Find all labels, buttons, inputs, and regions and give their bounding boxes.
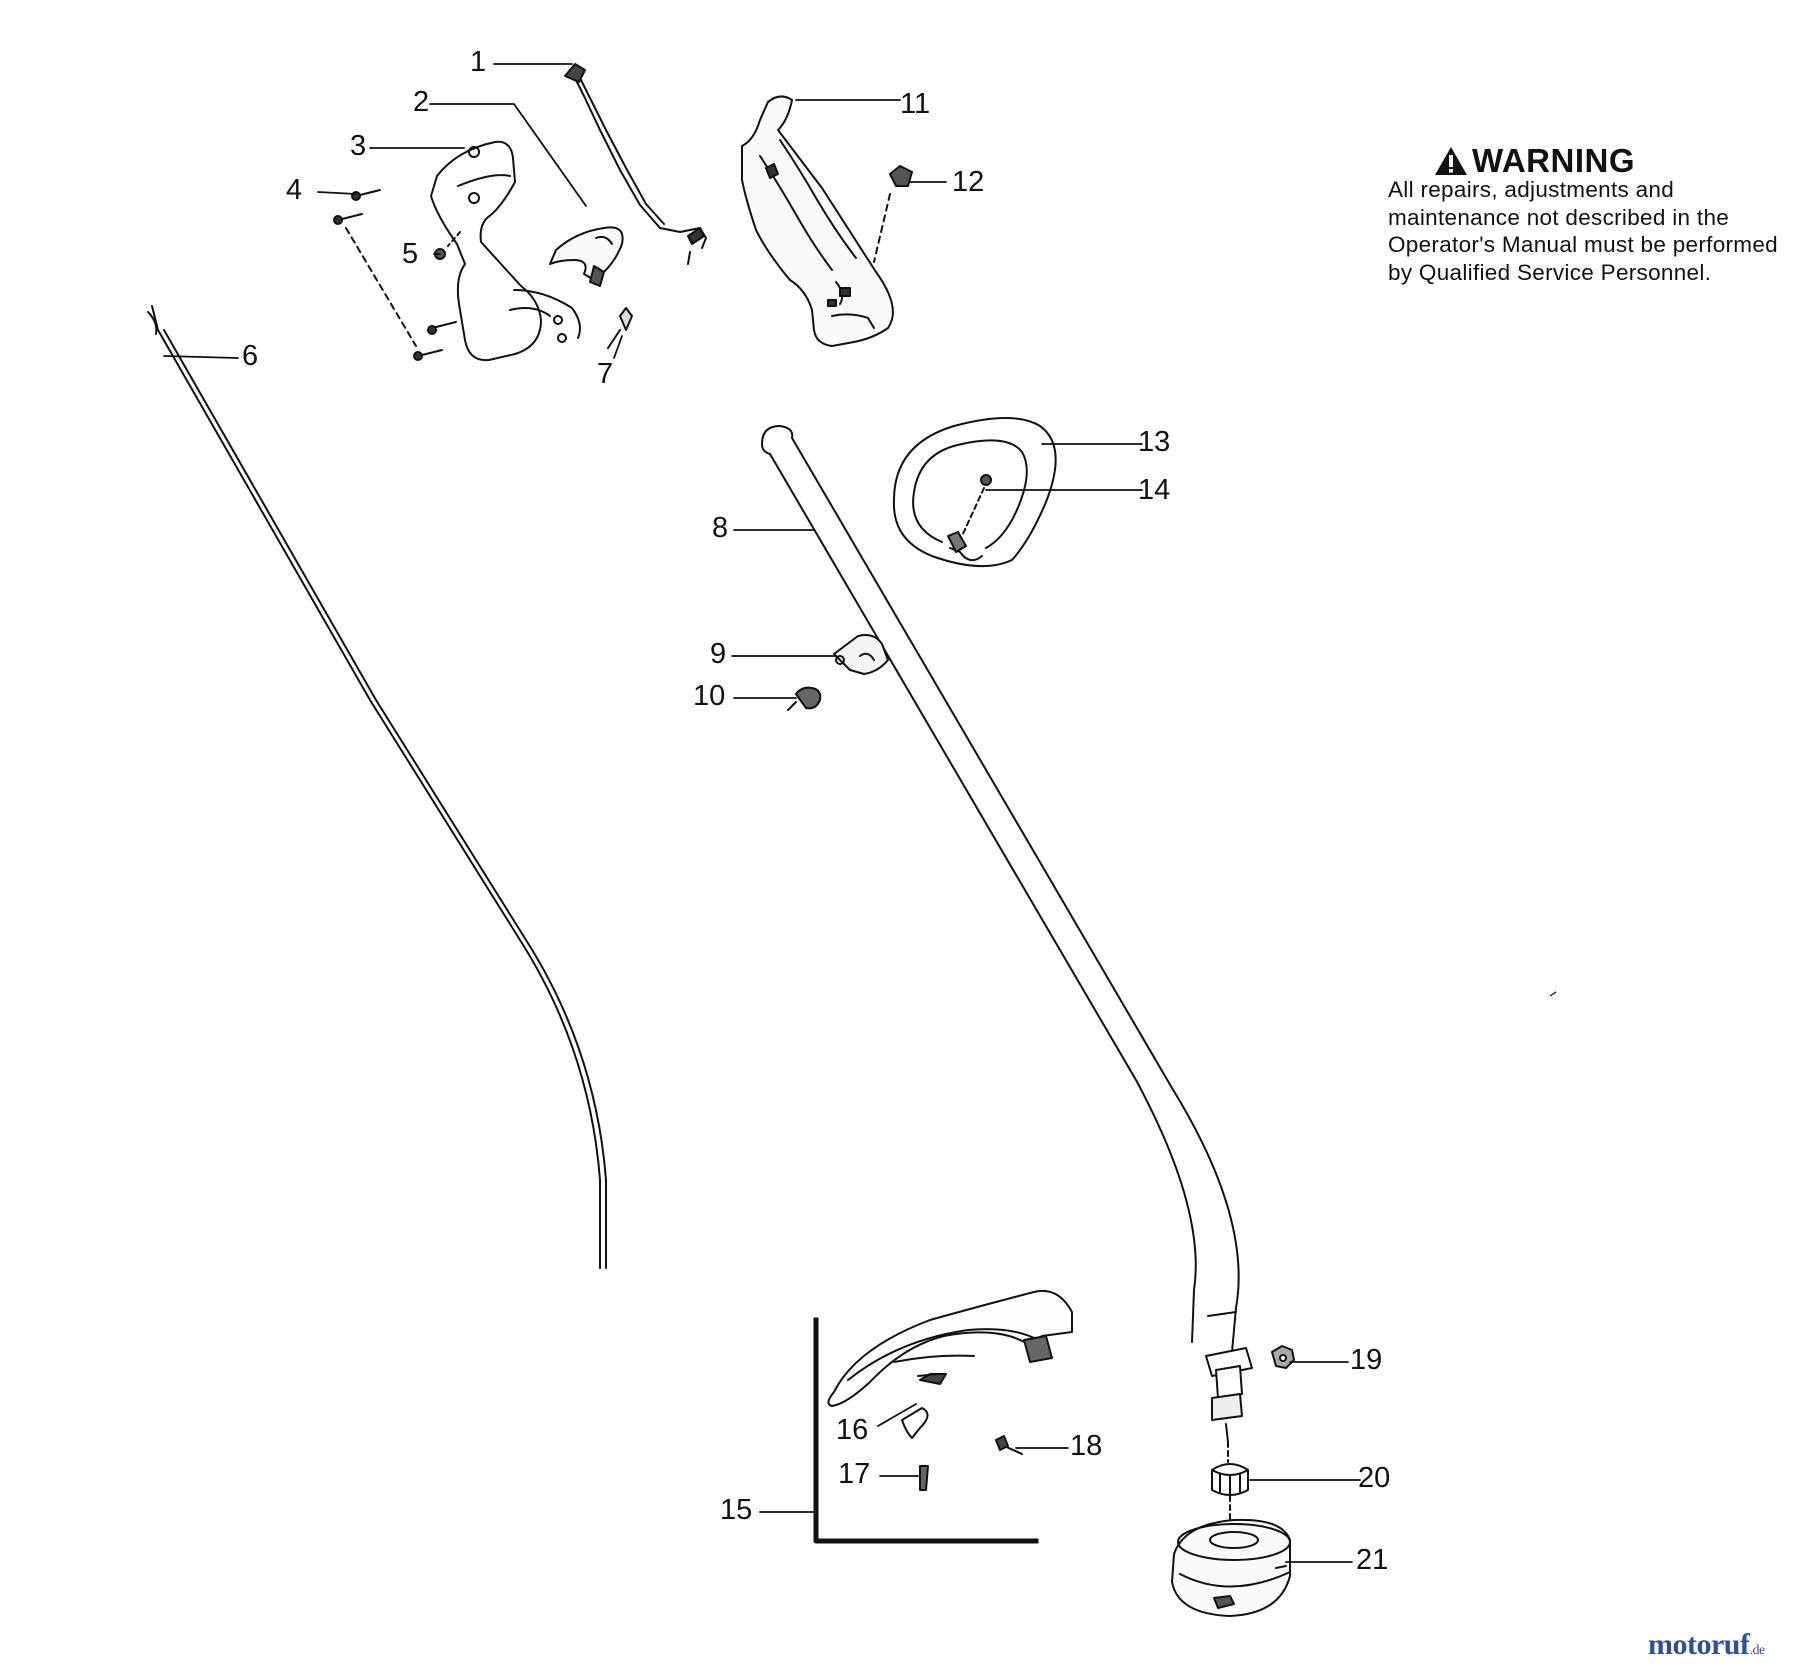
warning-triangle-icon bbox=[1435, 147, 1467, 175]
part-15-guard-assembly-bracket bbox=[813, 1317, 1039, 1544]
part-20-adapter-nut bbox=[1211, 1463, 1249, 1527]
callout-3: 3 bbox=[350, 130, 367, 162]
part-13-loop-handle bbox=[892, 417, 1057, 568]
part-21-trimmer-head bbox=[1171, 1518, 1291, 1617]
shaft-end-gearbox bbox=[1205, 1347, 1253, 1463]
part-1-throttle-cable bbox=[564, 63, 707, 265]
part-7-spring-pin bbox=[607, 307, 633, 349]
watermark-logo: motoruf.de bbox=[1648, 1628, 1765, 1662]
part-8-shaft-tube bbox=[761, 425, 1240, 1353]
watermark-suffix: .de bbox=[1749, 1643, 1765, 1658]
callout-13: 13 bbox=[1138, 426, 1171, 458]
callout-20: 20 bbox=[1358, 1462, 1391, 1494]
part-9-handle-clamp bbox=[833, 634, 889, 675]
callout-10: 10 bbox=[693, 680, 726, 712]
part-11-handle-housing bbox=[741, 95, 894, 347]
part-10-knob bbox=[787, 686, 822, 711]
part-4-screws bbox=[333, 189, 461, 361]
callout-16: 16 bbox=[836, 1414, 869, 1446]
callout-8: 8 bbox=[712, 512, 729, 544]
callout-11: 11 bbox=[900, 88, 931, 120]
callout-12: 12 bbox=[952, 166, 985, 198]
callout-19: 19 bbox=[1350, 1344, 1383, 1376]
watermark-brand: motoruf bbox=[1648, 1628, 1750, 1661]
part-3-rear-handle bbox=[430, 140, 581, 362]
callout-21: 21 bbox=[1356, 1544, 1389, 1576]
part-14-screw bbox=[961, 474, 992, 537]
part-12-cover-plug bbox=[873, 165, 913, 263]
callout-9: 9 bbox=[710, 638, 727, 670]
callout-14: 14 bbox=[1138, 474, 1171, 506]
part-17-line-cutter bbox=[919, 1465, 929, 1491]
callout-1: 1 bbox=[470, 46, 487, 78]
part-19-nut bbox=[1271, 1345, 1295, 1369]
callout-4: 4 bbox=[286, 174, 303, 206]
callout-7: 7 bbox=[597, 358, 614, 390]
part-2-throttle-trigger bbox=[549, 226, 624, 287]
part-18-bolt bbox=[995, 1435, 1023, 1455]
callout-15: 15 bbox=[720, 1494, 753, 1526]
callout-18: 18 bbox=[1070, 1430, 1103, 1462]
warning-body-text: All repairs, adjustments and maintenance… bbox=[1388, 177, 1778, 285]
callout-6: 6 bbox=[242, 340, 259, 372]
part-6-drive-shaft bbox=[147, 305, 607, 1269]
warning-title-text: WARNING bbox=[1472, 142, 1635, 179]
warning-notice: WARNING All repairs, adjustments and mai… bbox=[1388, 142, 1778, 286]
callout-2: 2 bbox=[413, 86, 430, 118]
callout-5: 5 bbox=[402, 238, 419, 270]
callout-leader-lines bbox=[163, 63, 1361, 1563]
callout-17: 17 bbox=[838, 1458, 871, 1490]
part-16-guard bbox=[827, 1290, 1073, 1439]
warning-heading: WARNING bbox=[1434, 142, 1778, 180]
